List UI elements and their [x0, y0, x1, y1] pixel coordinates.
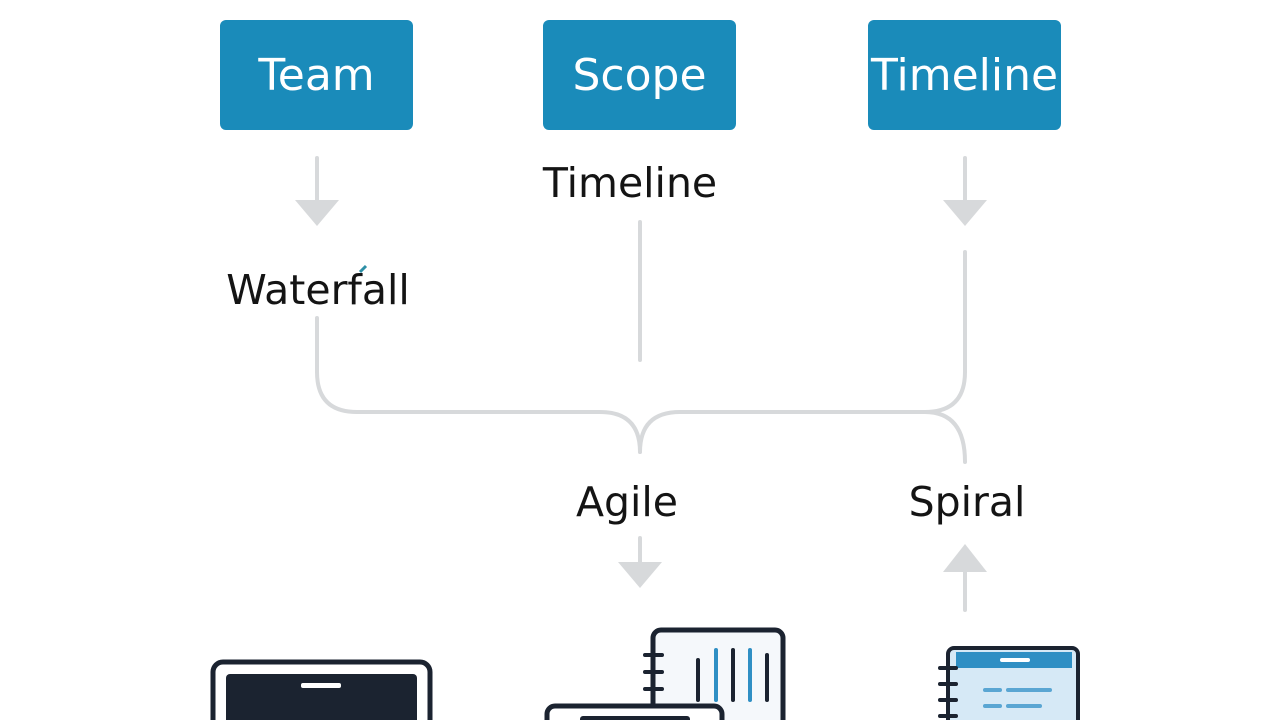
box-team-label: Team: [258, 49, 375, 101]
label-timeline: Timeline: [542, 159, 718, 207]
label-spiral: Spiral: [908, 478, 1026, 526]
box-team: Team: [220, 20, 413, 130]
arrow-up-spiral: [943, 544, 987, 572]
box-scope: Scope: [543, 20, 736, 130]
connector-waterfall-merge: [315, 316, 642, 454]
laptop-icon: [210, 659, 433, 720]
arrow-down-agile: [618, 562, 662, 588]
notebook-icon: [938, 646, 1080, 720]
documents-icon: [544, 627, 786, 720]
box-timeline: Timeline: [868, 20, 1061, 130]
box-timeline-label: Timeline: [870, 49, 1059, 101]
connector-spiral-branch: [923, 410, 967, 464]
label-waterfall: Waterfall: [226, 266, 410, 314]
tick-mark: [358, 264, 368, 274]
arrow-down-timeline: [943, 200, 987, 226]
label-agile: Agile: [575, 478, 679, 526]
box-scope-label: Scope: [572, 49, 707, 101]
arrow-down-team: [295, 200, 339, 226]
